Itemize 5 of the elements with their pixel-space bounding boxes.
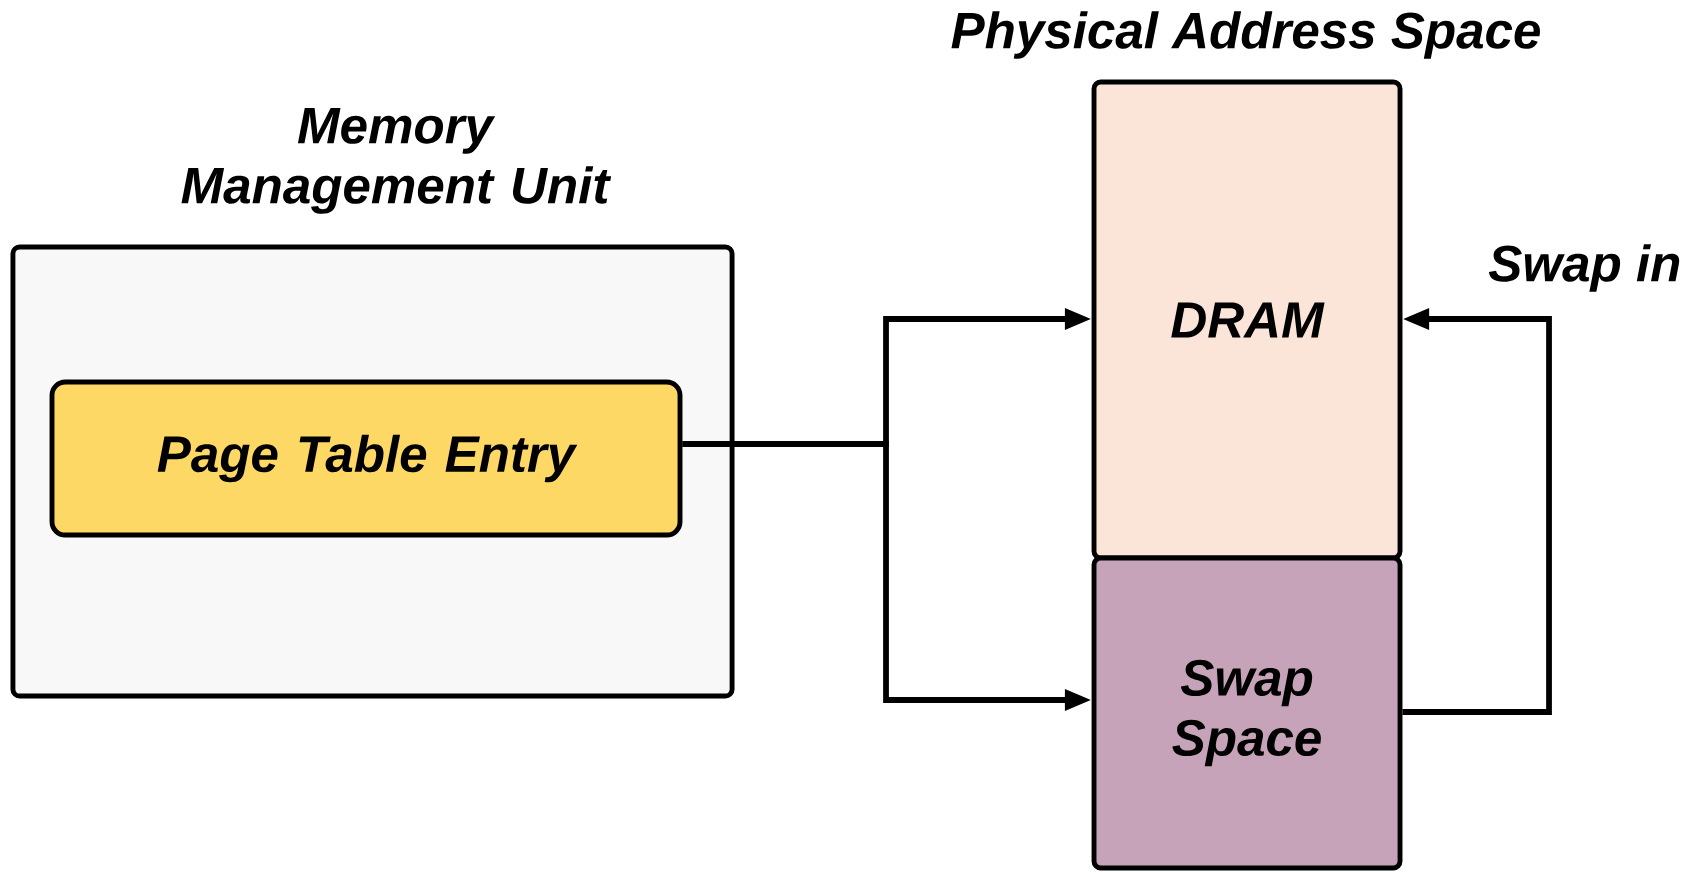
box-heading: Memory Management Unit bbox=[181, 108, 612, 214]
memory-box: DRAM bbox=[1091, 79, 1403, 561]
edge-label: Swap in bbox=[1488, 244, 1680, 292]
entry-box: Page Table Entry bbox=[49, 379, 683, 538]
memory-box: Swap Space bbox=[1091, 555, 1403, 871]
